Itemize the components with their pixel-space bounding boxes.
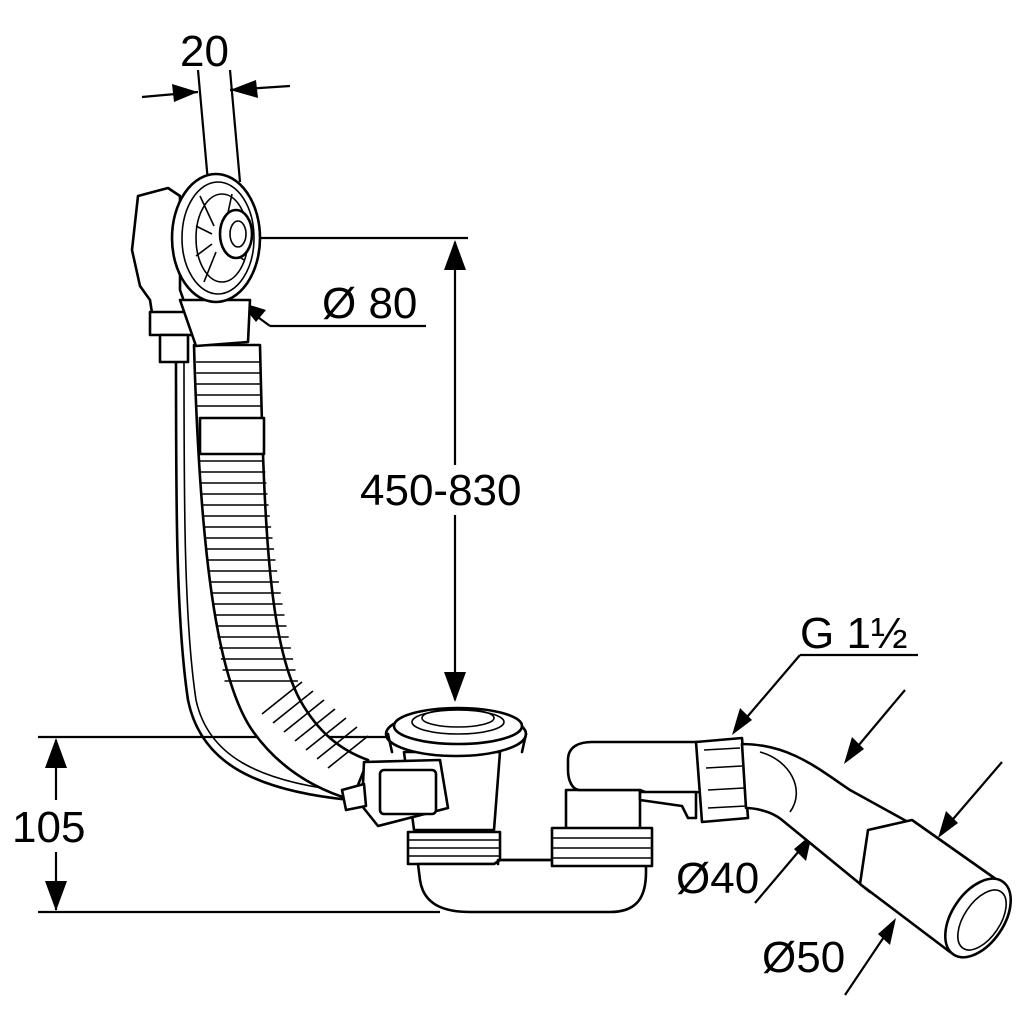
trap-bend — [416, 858, 648, 914]
flexible-hose — [192, 343, 370, 802]
dimension-diameter-50 — [844, 761, 1003, 996]
hose-rib — [261, 681, 303, 715]
dimension-width-20 — [141, 69, 291, 183]
overflow-rosette — [170, 172, 262, 304]
dimension-diameter-40 — [754, 689, 906, 904]
dimension-label-height: 105 — [12, 803, 85, 852]
hose-rib — [294, 708, 336, 742]
dimension-label-width: 20 — [180, 27, 229, 76]
overflow-unit — [130, 172, 262, 364]
hose-rib — [283, 699, 325, 733]
dimension-label-overflow-diameter: Ø 80 — [322, 279, 417, 328]
hose-rib — [272, 690, 314, 724]
trap-nut — [550, 826, 654, 868]
drain-unit — [340, 706, 528, 866]
overflow-knob — [218, 208, 254, 260]
dimension-label-thread: G 1½ — [800, 609, 908, 658]
outlet-pipe-end — [943, 877, 1013, 959]
dimension-height-105 — [38, 735, 440, 914]
bowden-cable — [174, 358, 352, 802]
trap-outlet — [550, 740, 702, 868]
hose-rib — [316, 726, 358, 760]
dimension-thread — [732, 653, 918, 735]
outlet-pipe — [740, 742, 1013, 959]
dimension-label-height-range: 450-830 — [360, 466, 521, 515]
hose-sleeve — [198, 416, 266, 456]
hose-rib — [327, 735, 369, 769]
union-nut — [694, 736, 750, 824]
dimension-label-diameter-40: Ø40 — [676, 854, 759, 903]
hose-ribs — [196, 361, 369, 769]
dimension-height-range — [250, 236, 468, 702]
dimension-label-diameter-50: Ø50 — [762, 933, 845, 982]
bowden-cable-inner — [183, 359, 353, 793]
hose-rib — [305, 717, 347, 751]
